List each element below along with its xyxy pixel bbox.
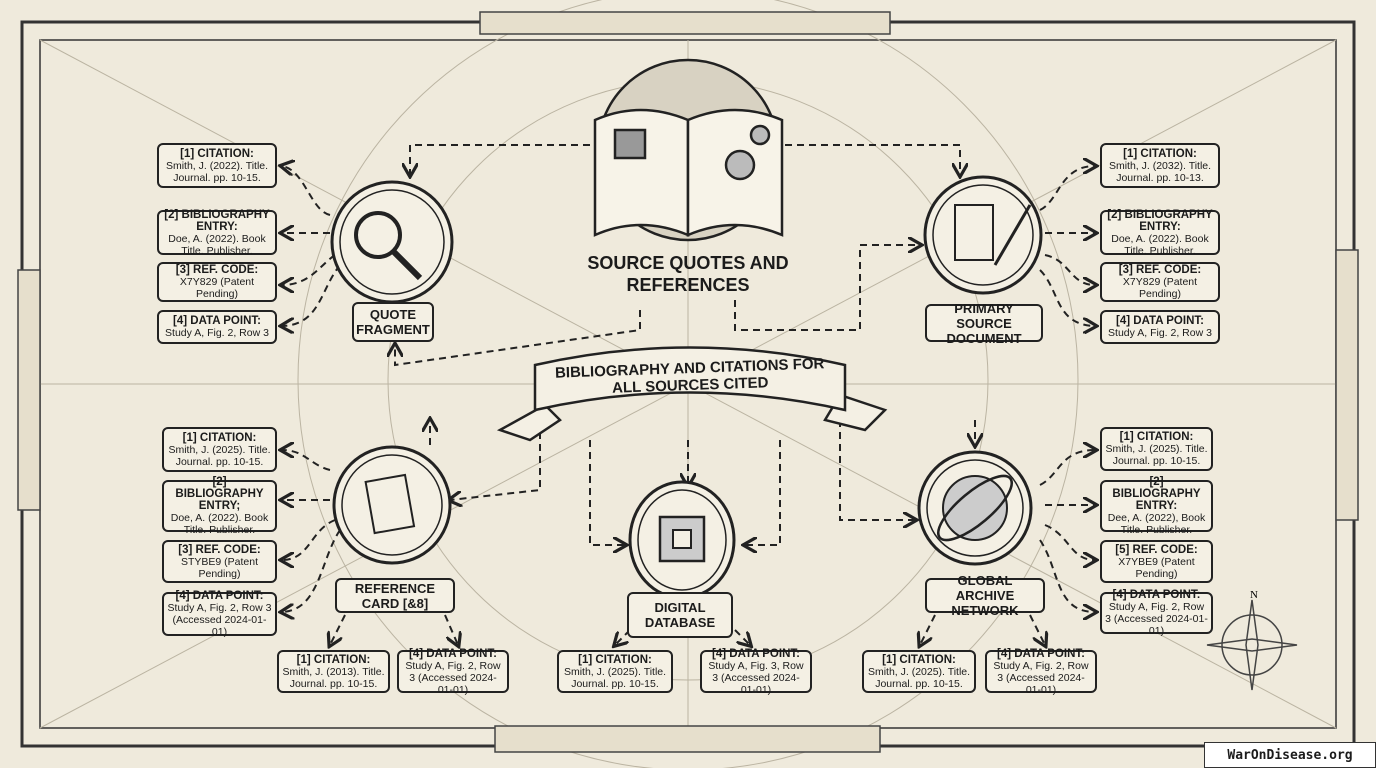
node-label-primary-source: PRIMARY SOURCE DOCUMENT xyxy=(925,301,1043,346)
node-label-global-archive: GLOBAL ARCHIVE NETWORK xyxy=(925,573,1045,618)
bibliography-box: [2] BIBLIOGRAPHY ENTRY:Doe, A. (2022). B… xyxy=(1100,209,1220,257)
compass-rose-icon xyxy=(1206,599,1298,691)
ref-code-box: [3] REF. CODE:X7Y829 (Patent Pending) xyxy=(1100,262,1220,302)
citation-box: [1] CITATION:Smith, J. (2032). Title. Jo… xyxy=(1100,143,1220,188)
watermark: WarOnDisease.org xyxy=(1204,742,1376,768)
ref-code-box: [3] REF. CODE:STYBE9 (Patent Pending) xyxy=(162,540,277,583)
data-point-box: [4] DATA POINT:Study A, Fig. 2, Row 3 xyxy=(1100,310,1220,344)
data-point-box: [4] DATA POINT:Study A, Fig. 2, Row 3 (A… xyxy=(397,648,509,696)
citation-box: [1] CITATION:Smith, J. (2025). Title. Jo… xyxy=(557,650,673,693)
citation-box: [1] CITATION:Smith, J. (2025). Title. Jo… xyxy=(862,650,976,693)
node-label-reference-card: REFERENCE CARD [&8] xyxy=(335,578,455,613)
book-icon xyxy=(593,58,784,242)
rulers xyxy=(17,11,1359,753)
node-circles xyxy=(330,175,1043,600)
ref-code-box: [5] REF. CODE:X7YBE9 (Patent Pending) xyxy=(1100,540,1213,583)
data-point-box: [4] DATA POINT:Study A, Fig. 2, Row 3 (A… xyxy=(1100,589,1213,637)
citation-box: [1] CITATION:Smith, J. (2022). Title. Jo… xyxy=(157,143,277,188)
data-point-box: [4] DATA POINT:Study A, Fig. 2, Row 3 (A… xyxy=(985,648,1097,696)
banner-ribbon xyxy=(496,346,888,442)
data-point-box: [4] DATA POINT:Study A, Fig. 3, Row 3 (A… xyxy=(700,648,812,696)
bibliography-box: [2] BIBLIOGRAPHY ENTRY:Doe, A. (2022). B… xyxy=(157,209,277,257)
data-point-box: [4] DATA POINT:Study A, Fig. 2, Row 3 xyxy=(157,310,277,344)
bibliography-box: [2] BIBLIOGRAPHY ENTRY;Doe, A. (2022). B… xyxy=(162,476,277,536)
compass-north-label: N xyxy=(1250,589,1258,601)
citation-box: [1] CITATION:Smith, J. (2025). Title. Jo… xyxy=(1100,427,1213,471)
ref-code-box: [3] REF. CODE:X7Y829 (Patent Pending) xyxy=(157,262,277,302)
page-title: SOURCE QUOTES AND REFERENCES xyxy=(587,253,789,295)
citation-box: [1] CITATION:Smith, J. (2025). Title. Jo… xyxy=(162,427,277,472)
node-label-quote-fragment: QUOTE FRAGMENT xyxy=(352,302,434,342)
data-point-box: [4] DATA POINT:Study A, Fig. 2, Row 3 (A… xyxy=(162,590,277,638)
node-label-digital-database: DIGITAL DATABASE xyxy=(627,592,733,638)
citation-box: [1] CITATION:Smith, J. (2013). Title. Jo… xyxy=(277,650,390,693)
bibliography-box: [2] BIBLIOGRAPHY ENTRY:Dee, A. (2022), B… xyxy=(1100,476,1213,536)
